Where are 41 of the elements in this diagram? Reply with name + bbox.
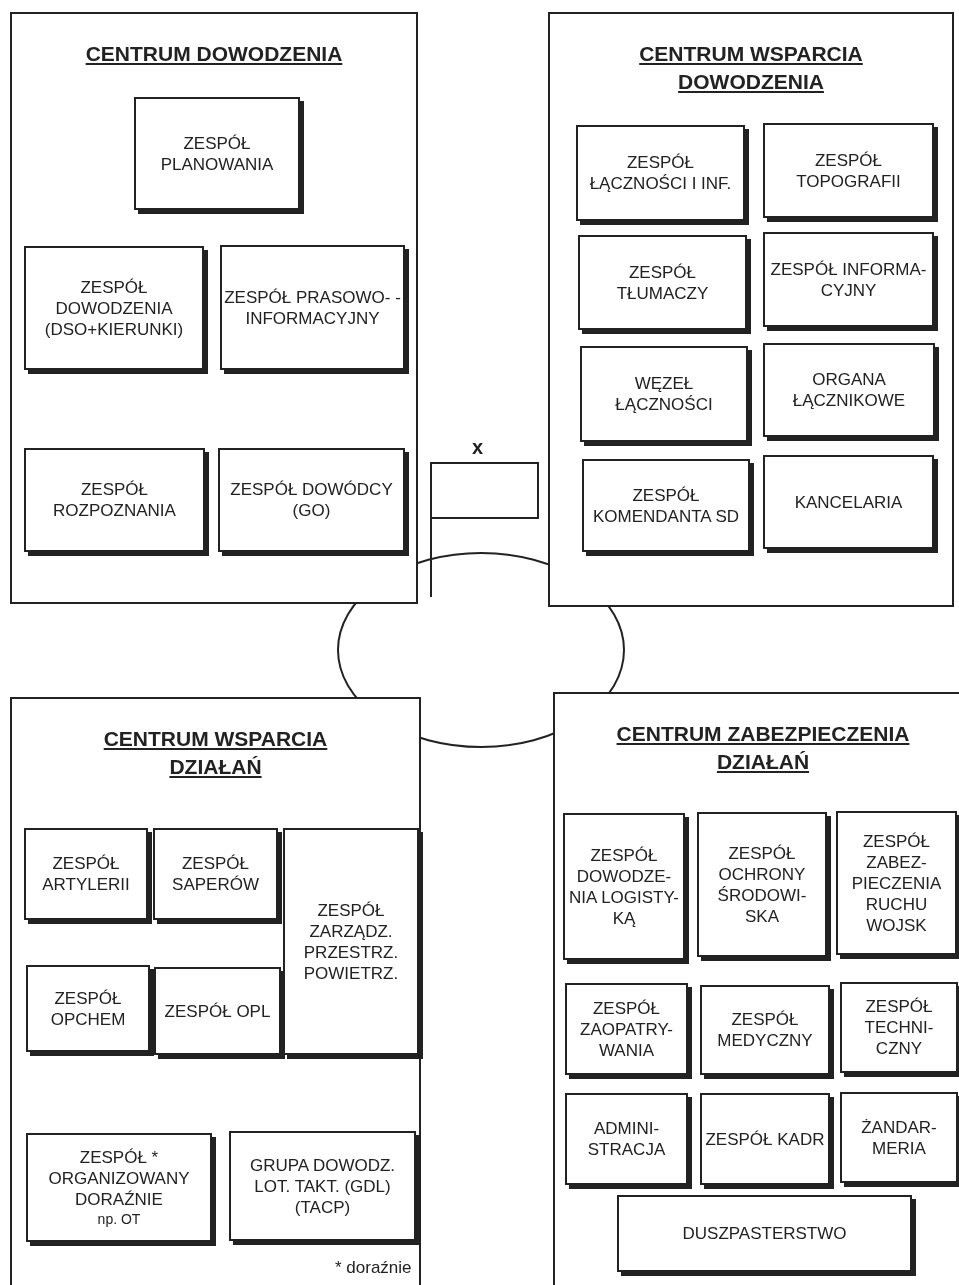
panel-heading: CENTRUM DOWODZENIA <box>85 42 343 65</box>
team-name: ZESPÓŁ OPCHEM <box>49 987 127 1030</box>
team-name: ZESPÓŁ PLANOWANIA <box>159 132 275 175</box>
panel-heading: CENTRUM ZABEZPIECZENIA DZIAŁAŃ <box>616 722 910 773</box>
team-name: ZESPÓŁ ZAOPATRY- WANIA <box>579 997 674 1061</box>
centre-panel <box>548 12 954 607</box>
team-name: ORGANA ŁĄCZNIKOWE <box>791 369 907 411</box>
footnote: * doraźnie <box>335 1258 412 1278</box>
team-name: ZESPÓŁ TOPOGRAFII <box>795 149 902 192</box>
team-name: ZESPÓŁ KOMENDANTA SD <box>591 484 741 527</box>
team-name: ZESPÓŁ DOWODZE- NIA LOGISTY- KĄ <box>568 844 680 929</box>
team-name: ZESPÓŁ DOWODZENIA (DSO+KIERUNKI) <box>43 276 185 340</box>
team-name: ZESPÓŁ KADR <box>705 1128 825 1150</box>
team-name: ZESPÓŁ * ORGANIZOWANY DORAŹNIE <box>47 1147 191 1210</box>
team-name: ZESPÓŁ OCHRONY ŚRODOWI- SKA <box>716 842 808 927</box>
team-name: ADMINI- STRACJA <box>586 1118 667 1160</box>
team-name: ZESPÓŁ ZABEZ- PIECZENIA RUCHU WOJSK <box>850 830 943 936</box>
team-name: ZESPÓŁ INFORMA- CYJNY <box>769 258 928 301</box>
panel-heading: CENTRUM WSPARCIA DZIAŁAŃ <box>103 727 328 778</box>
team-name: ZESPÓŁ TECHNI- CZNY <box>863 996 935 1059</box>
team-name: ŻANDAR- MERIA <box>860 1116 938 1159</box>
team-name: ZESPÓŁ ŁĄCZNOŚCI I INF. <box>588 152 733 194</box>
team-name: ZESPÓŁ ARTYLERII <box>41 853 131 895</box>
team-name: DUSZPASTERSTWO <box>682 1223 847 1244</box>
panel-heading: CENTRUM WSPARCIA DOWODZENIA <box>639 42 863 93</box>
team-name: KANCELARIA <box>794 491 903 513</box>
centre-panel <box>10 697 421 1285</box>
team-note: np. OT <box>97 1210 141 1228</box>
team-name: ZESPÓŁ PRASOWO- - INFORMACYJNY <box>224 286 401 329</box>
team-name: ZESPÓŁ DOWÓDCY (GO) <box>229 479 394 521</box>
team-name: ZESPÓŁ TŁUMACZY <box>615 261 710 304</box>
team-name: GRUPA DOWODZ. LOT. TAKT. (GDL) (TACP) <box>248 1154 397 1218</box>
team-name: ZESPÓŁ ZARZĄDZ. PRZESTRZ. POWIETRZ. <box>302 899 400 984</box>
team-name: ZESPÓŁ OPL <box>164 1000 271 1022</box>
centre-panel <box>553 692 959 1285</box>
team-name: ZESPÓŁ SAPERÓW <box>171 853 260 895</box>
team-name: WĘZEŁ ŁĄCZNOŚCI <box>614 373 714 415</box>
team-name: ZESPÓŁ MEDYCZNY <box>716 1009 814 1051</box>
centre-panel <box>10 12 418 604</box>
flag-mark: x <box>472 436 484 459</box>
team-name: ZESPÓŁ ROZPOZNANIA <box>52 479 177 521</box>
